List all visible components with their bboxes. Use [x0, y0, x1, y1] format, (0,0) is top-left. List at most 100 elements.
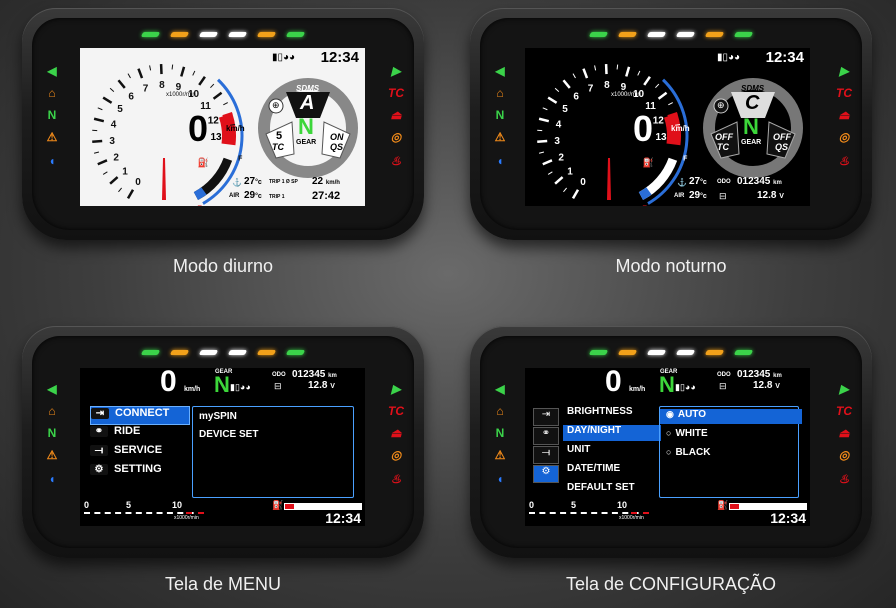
shift-led: [675, 32, 696, 37]
rpm-tick-label: 2: [558, 152, 564, 163]
menu-item-service[interactable]: ⟞SERVICE: [90, 444, 188, 461]
fuel-empty-label: E: [197, 205, 202, 206]
shift-led: [588, 32, 609, 37]
shift-led: [169, 350, 190, 355]
arrow-left-icon: ◀: [495, 64, 505, 78]
shift-led: [733, 350, 754, 355]
topbar-odo-label: ODO: [272, 372, 286, 378]
menu-item-connect[interactable]: ⇥CONNECT: [90, 406, 190, 425]
shift-led: [256, 350, 277, 355]
fuel-gauge-low: [193, 187, 207, 201]
neutral-icon: N: [495, 426, 505, 440]
rpm-tick: [667, 112, 678, 118]
neutral-icon: N: [47, 426, 57, 440]
rpm-unit-label: x1000r/min: [611, 92, 641, 98]
caption-config: Tela de CONFIGURAÇÃO: [565, 574, 777, 594]
submenu-item-device-set[interactable]: DEVICE SET: [199, 429, 259, 440]
oil-icon: ♨: [838, 472, 850, 486]
warning-triangle-icon: ⚠: [494, 130, 506, 144]
shift-led: [675, 350, 696, 355]
fuel-bar: [284, 503, 362, 510]
motorcycle-icon[interactable]: ⚭: [533, 427, 559, 445]
day-clock: 12:34: [320, 49, 359, 66]
day-speed: 0: [188, 108, 209, 149]
rpm-minor-tick: [109, 87, 115, 92]
rpm-tick-label: 5: [562, 104, 568, 115]
rpm-tick: [222, 112, 233, 118]
day-gear-icon: ⊕: [272, 100, 280, 110]
day-gear: N: [298, 114, 314, 139]
fuel-pump-icon: ⛽: [198, 156, 209, 168]
rpm-tick: [542, 159, 553, 166]
day-temp1: 27°c: [244, 176, 262, 187]
day-battery-icon: ▮▯◕◕: [272, 52, 296, 63]
rpm-tick: [538, 117, 550, 123]
rpm-tick: [547, 96, 558, 104]
rpm-minor-tick: [637, 70, 641, 76]
rpm-minor-tick: [563, 187, 568, 193]
shift-led: [285, 32, 306, 37]
shift-led: [646, 32, 667, 37]
battery-icon: ⊟: [274, 381, 282, 391]
rpm-tick: [93, 117, 105, 123]
config-item-date-time[interactable]: DATE/TIME: [567, 463, 621, 474]
warning-triangle-icon: ⚠: [494, 448, 506, 462]
shift-led: [140, 32, 161, 37]
abs-icon: ◎: [838, 130, 850, 144]
rpm-minor-tick: [171, 64, 174, 70]
option-auto[interactable]: ◉AUTO: [660, 409, 802, 424]
rpm-tick-label: 13: [210, 132, 222, 143]
menu-item-setting[interactable]: ⚙SETTING: [90, 463, 188, 480]
config-item-default-set[interactable]: DEFAULT SET: [567, 482, 635, 493]
shift-led: [646, 350, 667, 355]
wrench-icon[interactable]: ⟞: [533, 446, 559, 464]
menu-item-ride[interactable]: ⚭RIDE: [90, 425, 188, 442]
config-item-day-night[interactable]: DAY/NIGHT: [563, 425, 661, 441]
engine-check-icon: ⌂: [496, 86, 504, 100]
rpm-tick-label: 8: [604, 80, 610, 91]
night-odo: 012345 km: [737, 176, 782, 187]
rpm-scale-redzone: [186, 512, 204, 514]
option-white[interactable]: ○WHITE: [660, 428, 802, 443]
caption-night: Modo noturno: [615, 256, 727, 276]
config-item-brightness[interactable]: BRIGHTNESS: [567, 406, 633, 417]
rpm-minor-tick: [230, 123, 236, 126]
bottom-clock: 12:34: [770, 510, 806, 526]
night-sdms-label: SDMS: [741, 84, 765, 93]
rpm-scale-label: 10: [172, 500, 183, 510]
day-trip1-label: TRIP 1 Ø SP: [269, 179, 298, 185]
arrow-right-icon: ▶: [839, 382, 849, 396]
night-speed: 0: [633, 108, 654, 149]
shift-led: [285, 350, 306, 355]
option-black[interactable]: ○BLACK: [660, 447, 802, 462]
radio-icon: ◉: [666, 409, 674, 419]
rpm-minor-tick: [675, 123, 681, 126]
rpm-scale-label: 5: [126, 500, 132, 510]
oil-icon: ♨: [838, 154, 850, 168]
night-qs-off: OFF: [773, 132, 791, 142]
tc-icon: TC: [836, 86, 852, 100]
rpm-minor-tick: [149, 65, 152, 71]
connect-icon[interactable]: ⇥: [533, 408, 559, 426]
night-voltage: 12.8 V: [757, 190, 784, 201]
rpm-needle: [607, 158, 611, 200]
neutral-icon: N: [495, 108, 505, 122]
fuel-pump-icon: ⛽: [272, 500, 284, 510]
gear-icon[interactable]: ⚙: [533, 465, 559, 483]
rpm-tick-label: 12: [653, 116, 665, 127]
shift-leds: [470, 342, 872, 360]
rpm-tick: [657, 91, 668, 100]
submenu-item-myspin[interactable]: mySPIN: [199, 411, 237, 422]
rpm-unit-label: x1000r/min: [166, 92, 196, 98]
config-item-unit[interactable]: UNIT: [567, 444, 591, 455]
tcs-icon: ⏏: [390, 426, 402, 440]
rpm-scale-unit: x1000r/min: [619, 515, 644, 521]
shift-led: [140, 350, 161, 355]
arrow-right-icon: ▶: [391, 382, 401, 396]
topbar-voltage-value: 12.8: [753, 380, 773, 391]
engine-check-icon: ⌂: [48, 86, 56, 100]
